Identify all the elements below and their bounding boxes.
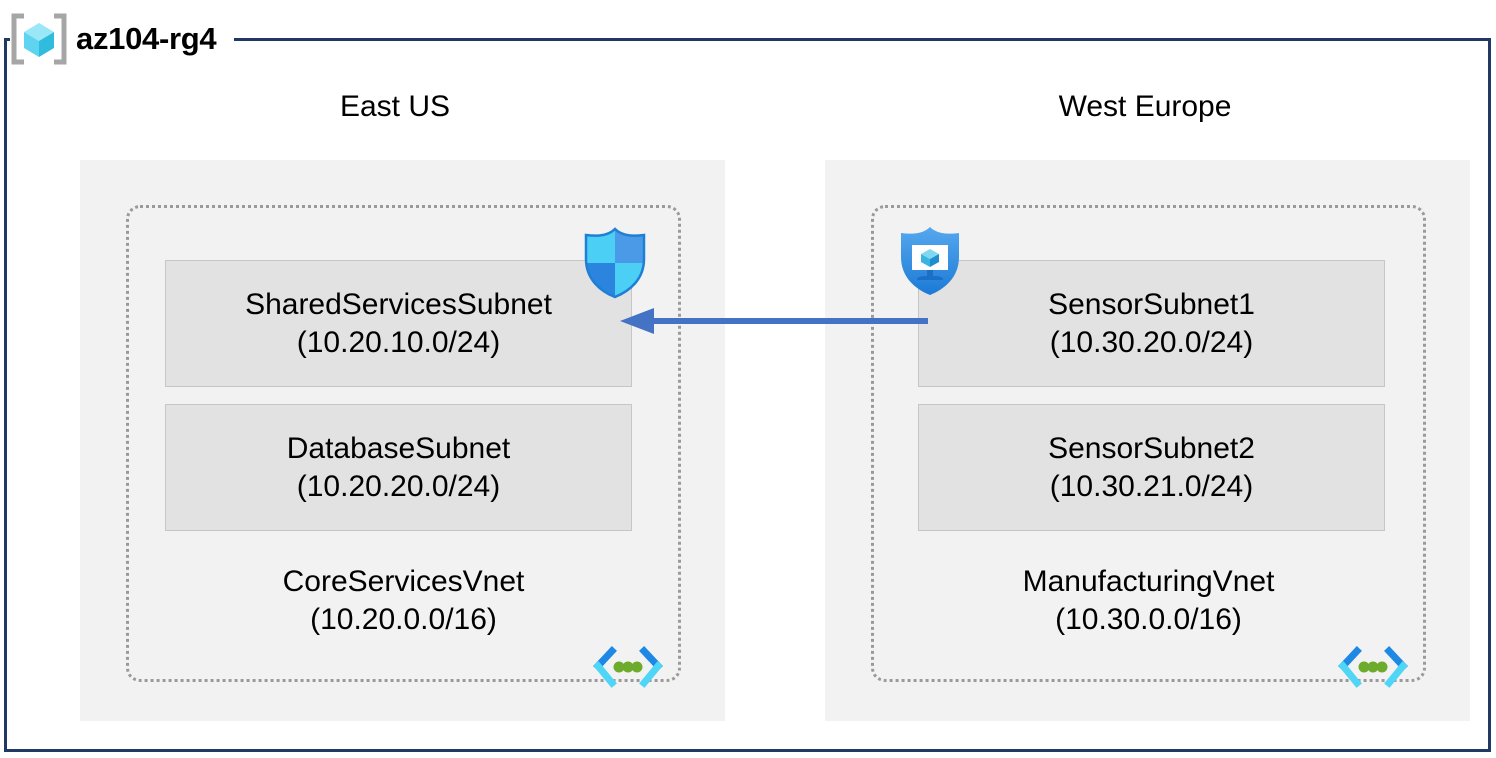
subnet-databasesubnet[interactable]: DatabaseSubnet (10.20.20.0/24) xyxy=(165,404,632,531)
vnet-cidr-coreservicesvnet: (10.20.0.0/16) xyxy=(310,603,497,636)
vnet-container-coreservicesvnet[interactable]: SharedServicesSubnet (10.20.10.0/24) Dat… xyxy=(126,205,681,688)
subnet-sensorsubnet1[interactable]: SensorSubnet1 (10.30.20.0/24) xyxy=(918,260,1385,387)
subnet-name: DatabaseSubnet xyxy=(286,431,511,465)
vnet-name-manufacturingvnet: ManufacturingVnet xyxy=(1022,565,1275,598)
region-label-east-us: East US xyxy=(339,90,451,123)
defender-shield-monitor-icon xyxy=(895,222,965,300)
subnet-name: SensorSubnet1 xyxy=(1048,287,1255,321)
subnet-name: SensorSubnet2 xyxy=(1048,431,1255,465)
virtual-network-icon xyxy=(1337,645,1409,693)
subnet-cidr: (10.20.20.0/24) xyxy=(296,469,501,503)
subnet-cidr: (10.30.21.0/24) xyxy=(1049,469,1254,503)
network-security-group-shield-icon xyxy=(580,225,650,301)
vnet-name-coreservicesvnet: CoreServicesVnet xyxy=(282,565,525,598)
resource-group-frame xyxy=(4,38,1491,752)
subnet-sensorsubnet2[interactable]: SensorSubnet2 (10.30.21.0/24) xyxy=(918,404,1385,531)
resource-group-title: az104-rg4 xyxy=(10,13,234,65)
vnet-cidr-manufacturingvnet: (10.30.0.0/16) xyxy=(1055,603,1242,636)
vnet-peering-arrow xyxy=(618,305,928,342)
resource-group-icon xyxy=(10,13,68,65)
virtual-network-icon xyxy=(592,645,664,693)
subnet-cidr: (10.30.20.0/24) xyxy=(1049,325,1254,359)
subnet-sharedservicessubnet[interactable]: SharedServicesSubnet (10.20.10.0/24) xyxy=(165,260,632,387)
resource-group-name: az104-rg4 xyxy=(76,21,217,56)
vnet-container-manufacturingvnet[interactable]: SensorSubnet1 (10.30.20.0/24) SensorSubn… xyxy=(871,205,1426,688)
subnet-cidr: (10.20.10.0/24) xyxy=(296,325,501,359)
subnet-name: SharedServicesSubnet xyxy=(245,287,552,321)
region-label-west-europe: West Europe xyxy=(1058,90,1232,123)
